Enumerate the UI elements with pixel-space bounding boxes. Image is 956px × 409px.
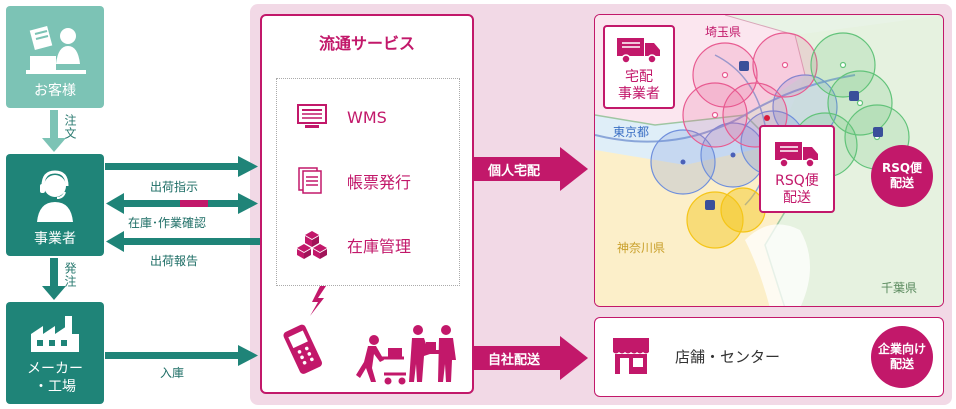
service-item-wms: WMS <box>277 97 459 137</box>
corporate-badge-line1: 企業向け <box>877 342 926 356</box>
chiba-label: 千葉県 <box>881 281 918 295</box>
personal-delivery-tag: 個人宅配 <box>474 157 562 181</box>
personal-delivery-label: 個人宅配 <box>488 163 541 179</box>
store-center-box: 店舗・センター 企業向け 配送 <box>594 317 944 397</box>
truck-icon <box>775 142 818 168</box>
delivery-area-map: 埼玉県 東京都 神奈川県 千葉県 宅配 事業者 RSQ便 配送 RSQ便 配送 <box>594 14 944 307</box>
customer-icon <box>26 26 86 74</box>
customer-box: お客様 <box>6 6 104 108</box>
worker-cart-icon <box>356 335 406 385</box>
kanagawa-label: 神奈川県 <box>617 241 666 255</box>
order-label: 注文 <box>63 114 77 140</box>
corporate-delivery-badge: 企業向け 配送 <box>871 326 933 388</box>
own-delivery-label: 自社配送 <box>488 352 541 368</box>
rsq-box-line1: RSQ便 <box>775 173 819 189</box>
receiving-label: 入庫 <box>160 366 185 380</box>
service-title: 流通サービス <box>318 34 415 53</box>
handheld-and-workers-illustration <box>283 286 456 385</box>
rsq-delivery-box: RSQ便 配送 <box>759 125 835 213</box>
courier-label-line2: 事業者 <box>618 86 660 102</box>
maker-label-line1: メーカー <box>27 361 83 377</box>
personal-delivery-arrowhead <box>560 147 588 191</box>
service-item-documents: 帳票発行 <box>277 161 459 201</box>
maker-box: メーカー ・工場 <box>6 302 104 404</box>
distribution-service-box: 流通サービス WMS <box>260 14 474 394</box>
shipping-report-label: 出荷報告 <box>150 254 199 268</box>
own-delivery-arrowhead <box>560 336 588 380</box>
tokyo-label: 東京都 <box>613 125 650 139</box>
customer-label: お客様 <box>34 83 76 99</box>
service-item-label: WMS <box>347 107 387 127</box>
service-items-box: WMS 帳票発行 <box>276 78 460 286</box>
operator-box: 事業者 <box>6 154 104 256</box>
service-item-inventory: 在庫管理 <box>277 225 459 265</box>
store-icon <box>613 338 649 374</box>
workers-desk-icon <box>409 325 456 382</box>
operator-label: 事業者 <box>34 231 76 247</box>
service-item-label: 在庫管理 <box>347 237 412 256</box>
lightning-icon <box>310 286 326 316</box>
rsq-badge-line1: RSQ便 <box>881 161 923 175</box>
operator-headset-icon <box>37 170 73 222</box>
saitama-label: 埼玉県 <box>705 25 742 39</box>
truck-icon <box>617 38 660 64</box>
courier-box: 宅配 事業者 <box>603 25 675 109</box>
boxes-icon <box>297 231 327 259</box>
courier-label-line1: 宅配 <box>625 69 653 85</box>
monitor-icon <box>297 104 327 128</box>
maker-label-line2: ・工場 <box>34 379 76 395</box>
factory-icon <box>31 316 79 352</box>
rsq-box-line2: 配送 <box>783 190 811 206</box>
store-label: 店舗・センター <box>675 348 781 366</box>
service-item-label: 帳票発行 <box>347 173 412 192</box>
rsq-badge-line2: 配送 <box>889 176 914 190</box>
place-order-label: 発注 <box>63 262 77 288</box>
corporate-badge-line2: 配送 <box>889 357 914 371</box>
documents-icon <box>298 167 322 194</box>
handheld-terminal-icon <box>283 324 323 374</box>
rsq-delivery-badge: RSQ便 配送 <box>871 145 933 207</box>
own-delivery-tag: 自社配送 <box>474 346 562 370</box>
stock-confirmation-label: 在庫･作業確認 <box>128 216 207 230</box>
shipping-instruction-label: 出荷指示 <box>150 180 199 194</box>
